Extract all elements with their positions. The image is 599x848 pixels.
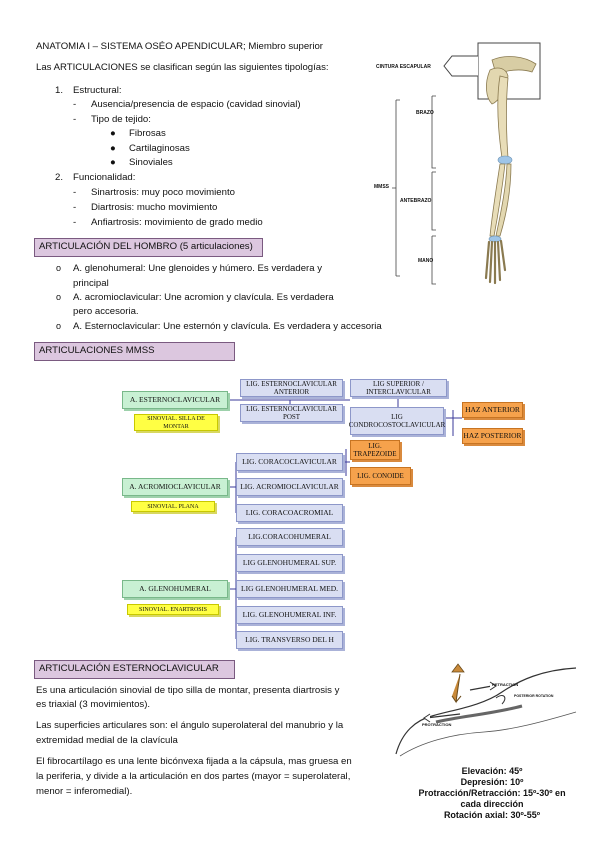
type-acromioclavicular: SINOVIAL. PLANA <box>131 501 215 512</box>
node-acromioclavicular: A. ACROMIOCLAVICULAR <box>122 478 228 496</box>
dash: - <box>73 202 77 213</box>
paragraph-line: la periferia, y divide a la articulación… <box>36 771 351 782</box>
stat-line: Rotación axial: 30º-55º <box>443 810 541 820</box>
intro-text: Las ARTICULACIONES se clasifican según l… <box>36 62 329 73</box>
bullet: ● <box>110 157 116 168</box>
func-item: Diartrosis: mucho movimiento <box>91 202 218 213</box>
class-structural: Estructural: <box>73 85 122 96</box>
hombro-item: A. acromioclavicular: Une acromion y cla… <box>73 292 334 303</box>
circle-bullet: o <box>56 263 62 273</box>
node-haz-posterior: HAZ POSTERIOR <box>462 428 523 444</box>
node-lig-condro: LIG CONDROCOSTOCLAVICULAR <box>349 407 445 435</box>
stat-line: Protracción/Retracción: 15º-30º en <box>418 788 566 798</box>
paragraph-line: extremidad medial de la clavícula <box>36 735 178 746</box>
label-protraction: PROTRACTION <box>422 722 452 727</box>
node-lig-coracoclavicular: LIG. CORACOCLAVICULAR <box>236 453 343 471</box>
node-glenohumeral: A. GLENOHUMERAL <box>122 580 228 598</box>
label-cintura: CINTURA ESCAPULAR <box>376 64 431 70</box>
func-item: Sinartrosis: muy poco movimiento <box>91 187 235 198</box>
shoulder-movement-figure: RETRACTION PROTRACTION POSTERIOR ROTATIO… <box>392 662 577 758</box>
list-number: 2. <box>55 172 64 183</box>
paragraph-line: Es una articulación sinovial de tipo sil… <box>36 685 340 696</box>
tissue-item: Sinoviales <box>129 157 173 168</box>
dash: - <box>73 217 77 228</box>
hombro-item: A. Esternoclavicular: Une esternón y cla… <box>73 321 382 332</box>
node-esternoclavicular: A. ESTERNOCLAVICULAR <box>122 391 228 409</box>
node-lig-gh-inf: LIG. GLENOHUMERAL INF. <box>236 606 343 624</box>
label-antebrazo: ANTEBRAZO <box>400 198 432 204</box>
node-lig-transverso: LIG. TRANSVERSO DEL H <box>236 631 343 649</box>
class-structural-sub1: Ausencia/presencia de espacio (cavidad s… <box>91 99 301 110</box>
paragraph-line: Las superficies articulares son: el ángu… <box>36 720 344 731</box>
label-mmss: MMSS <box>374 184 389 190</box>
node-lig-coracohumeral: LIG.CORACOHUMERAL <box>236 528 343 546</box>
node-lig-gh-sup: LIG GLENOHUMERAL SUP. <box>236 554 343 572</box>
stat-line: Depresión: 10º <box>460 777 524 787</box>
node-lig-conoide: LIG. CONOIDE <box>350 467 411 485</box>
section-header-hombro: ARTICULACIÓN DEL HOMBRO (5 articulacione… <box>34 238 263 257</box>
node-haz-anterior: HAZ ANTERIOR <box>462 402 523 418</box>
label-retraction: RETRACTION <box>492 682 519 687</box>
hombro-item: A. glenohumeral: Une glenoides y húmero.… <box>73 263 323 274</box>
label-posterior-rotation: POSTERIOR ROTATION <box>514 694 554 698</box>
label-brazo: BRAZO <box>416 110 434 116</box>
circle-bullet: o <box>56 321 62 331</box>
arm-skeleton-figure: CINTURA ESCAPULAR BRAZO MMSS ANTEBRAZO M… <box>374 40 574 285</box>
func-item: Anfiartrosis: movimiento de grado medio <box>91 217 263 228</box>
class-structural-sub2: Tipo de tejido: <box>91 114 151 125</box>
paragraph-line: menor = inferomedial). <box>36 786 133 797</box>
section-header-esternoclavicular: ARTICULACIÓN ESTERNOCLAVICULAR <box>34 660 235 679</box>
section-header-mmss: ARTICULACIONES MMSS <box>34 342 235 361</box>
stat-line: Elevación: 45º <box>461 766 523 776</box>
type-esternoclavicular: SINOVIAL. SILLA DE MONTAR <box>134 414 218 431</box>
paragraph-line: El fibrocartílago es una lente bicónvexa… <box>36 756 352 767</box>
dash: - <box>73 114 77 125</box>
dash: - <box>73 187 77 198</box>
hombro-item-cont: pero accesoria. <box>73 306 139 317</box>
list-number: 1. <box>55 85 64 96</box>
node-lig-trapezoide: LIG. TRAPEZOIDE <box>350 440 400 460</box>
bullet: ● <box>110 128 116 139</box>
node-lig-est-post: LIG. ESTERNOCLAVICULAR POST <box>240 404 343 422</box>
node-lig-est-ant: LIG. ESTERNOCLAVICULAR ANTERIOR <box>240 379 343 397</box>
label-mano: MANO <box>418 258 434 264</box>
dash: - <box>73 99 77 110</box>
type-glenohumeral: SINOVIAL. ENARTROSIS <box>127 604 219 615</box>
tissue-item: Cartilaginosas <box>129 143 190 154</box>
bullet: ● <box>110 143 116 154</box>
document-title: ANATOMIA I – SISTEMA OSÉO APENDICULAR; M… <box>36 41 324 52</box>
class-functional: Funcionalidad: <box>73 172 136 183</box>
node-lig-coracoacromial: LIG. CORACOACROMIAL <box>236 504 343 522</box>
node-lig-acromioclavicular: LIG. ACROMIOCLAVICULAR <box>236 478 343 496</box>
circle-bullet: o <box>56 292 62 302</box>
paragraph-line: es triaxial (3 movimientos). <box>36 699 151 710</box>
tissue-item: Fibrosas <box>129 128 166 139</box>
node-lig-sup: LIG SUPERIOR / INTERCLAVICULAR <box>350 379 447 397</box>
hombro-item-cont: principal <box>73 278 109 289</box>
node-lig-gh-med: LIG GLENOHUMERAL MED. <box>236 580 343 598</box>
stat-line: cada dirección <box>460 799 524 809</box>
